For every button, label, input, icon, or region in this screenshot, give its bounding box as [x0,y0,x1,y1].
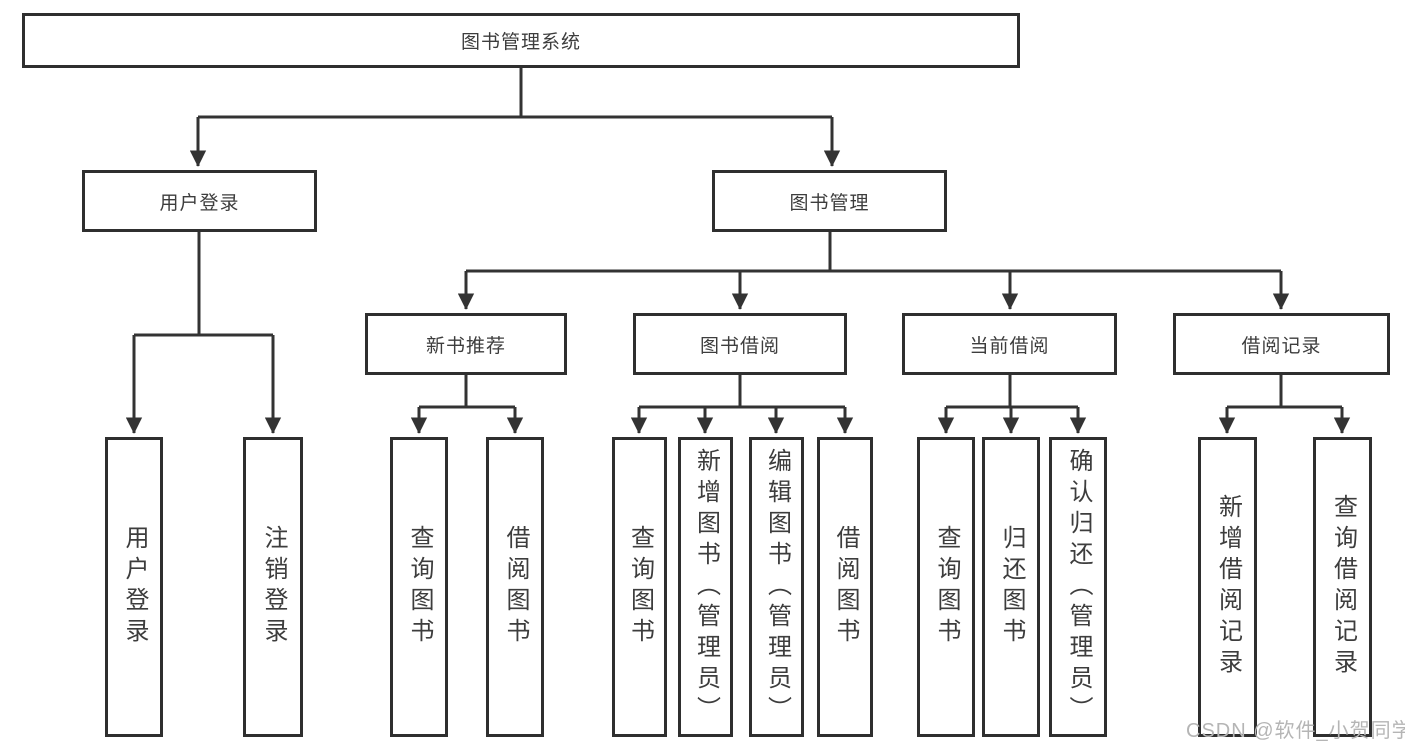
leaf-nbr-borrow-books: 借阅图书 [486,437,544,737]
leaf-cb-return-books: 归还图书 [982,437,1040,737]
leaf-bb-borrow-books: 借阅图书 [817,437,873,737]
leaf-nbr-query-books: 查询图书 [390,437,448,737]
leaf-user-login: 用户登录 [105,437,163,737]
leaf-bb-add-books-admin: 新增图书（管理员） [678,437,733,737]
node-new-book-recommend: 新书推荐 [365,313,567,375]
leaf-bb-query-books: 查询图书 [612,437,667,737]
node-current-borrowing: 当前借阅 [902,313,1117,375]
leaf-cb-confirm-return-admin: 确认归还（管理员） [1049,437,1107,737]
leaf-bb-edit-books-admin: 编辑图书（管理员） [749,437,804,737]
csdn-watermark: CSDN @软件_小贺同学 [1186,720,1405,742]
connector-root-to-level2 [198,68,832,119]
node-root-system: 图书管理系统 [22,13,1020,68]
leaf-cb-query-books: 查询图书 [917,437,975,737]
connector-new-book-rec-children [419,375,515,409]
node-book-borrowing: 图书借阅 [633,313,847,375]
connector-book-borrow-children [639,375,845,409]
connector-current-borrow-children [946,375,1078,409]
connector-user-login-children [134,232,273,337]
connector-book-mgmt-children [466,232,1281,273]
node-borrowing-records: 借阅记录 [1173,313,1390,375]
leaf-br-add-record: 新增借阅记录 [1198,437,1257,737]
leaf-br-query-record: 查询借阅记录 [1313,437,1372,737]
node-book-management: 图书管理 [712,170,947,232]
node-user-login: 用户登录 [82,170,317,232]
connector-borrow-record-children [1227,375,1342,409]
leaf-logout: 注销登录 [243,437,303,737]
